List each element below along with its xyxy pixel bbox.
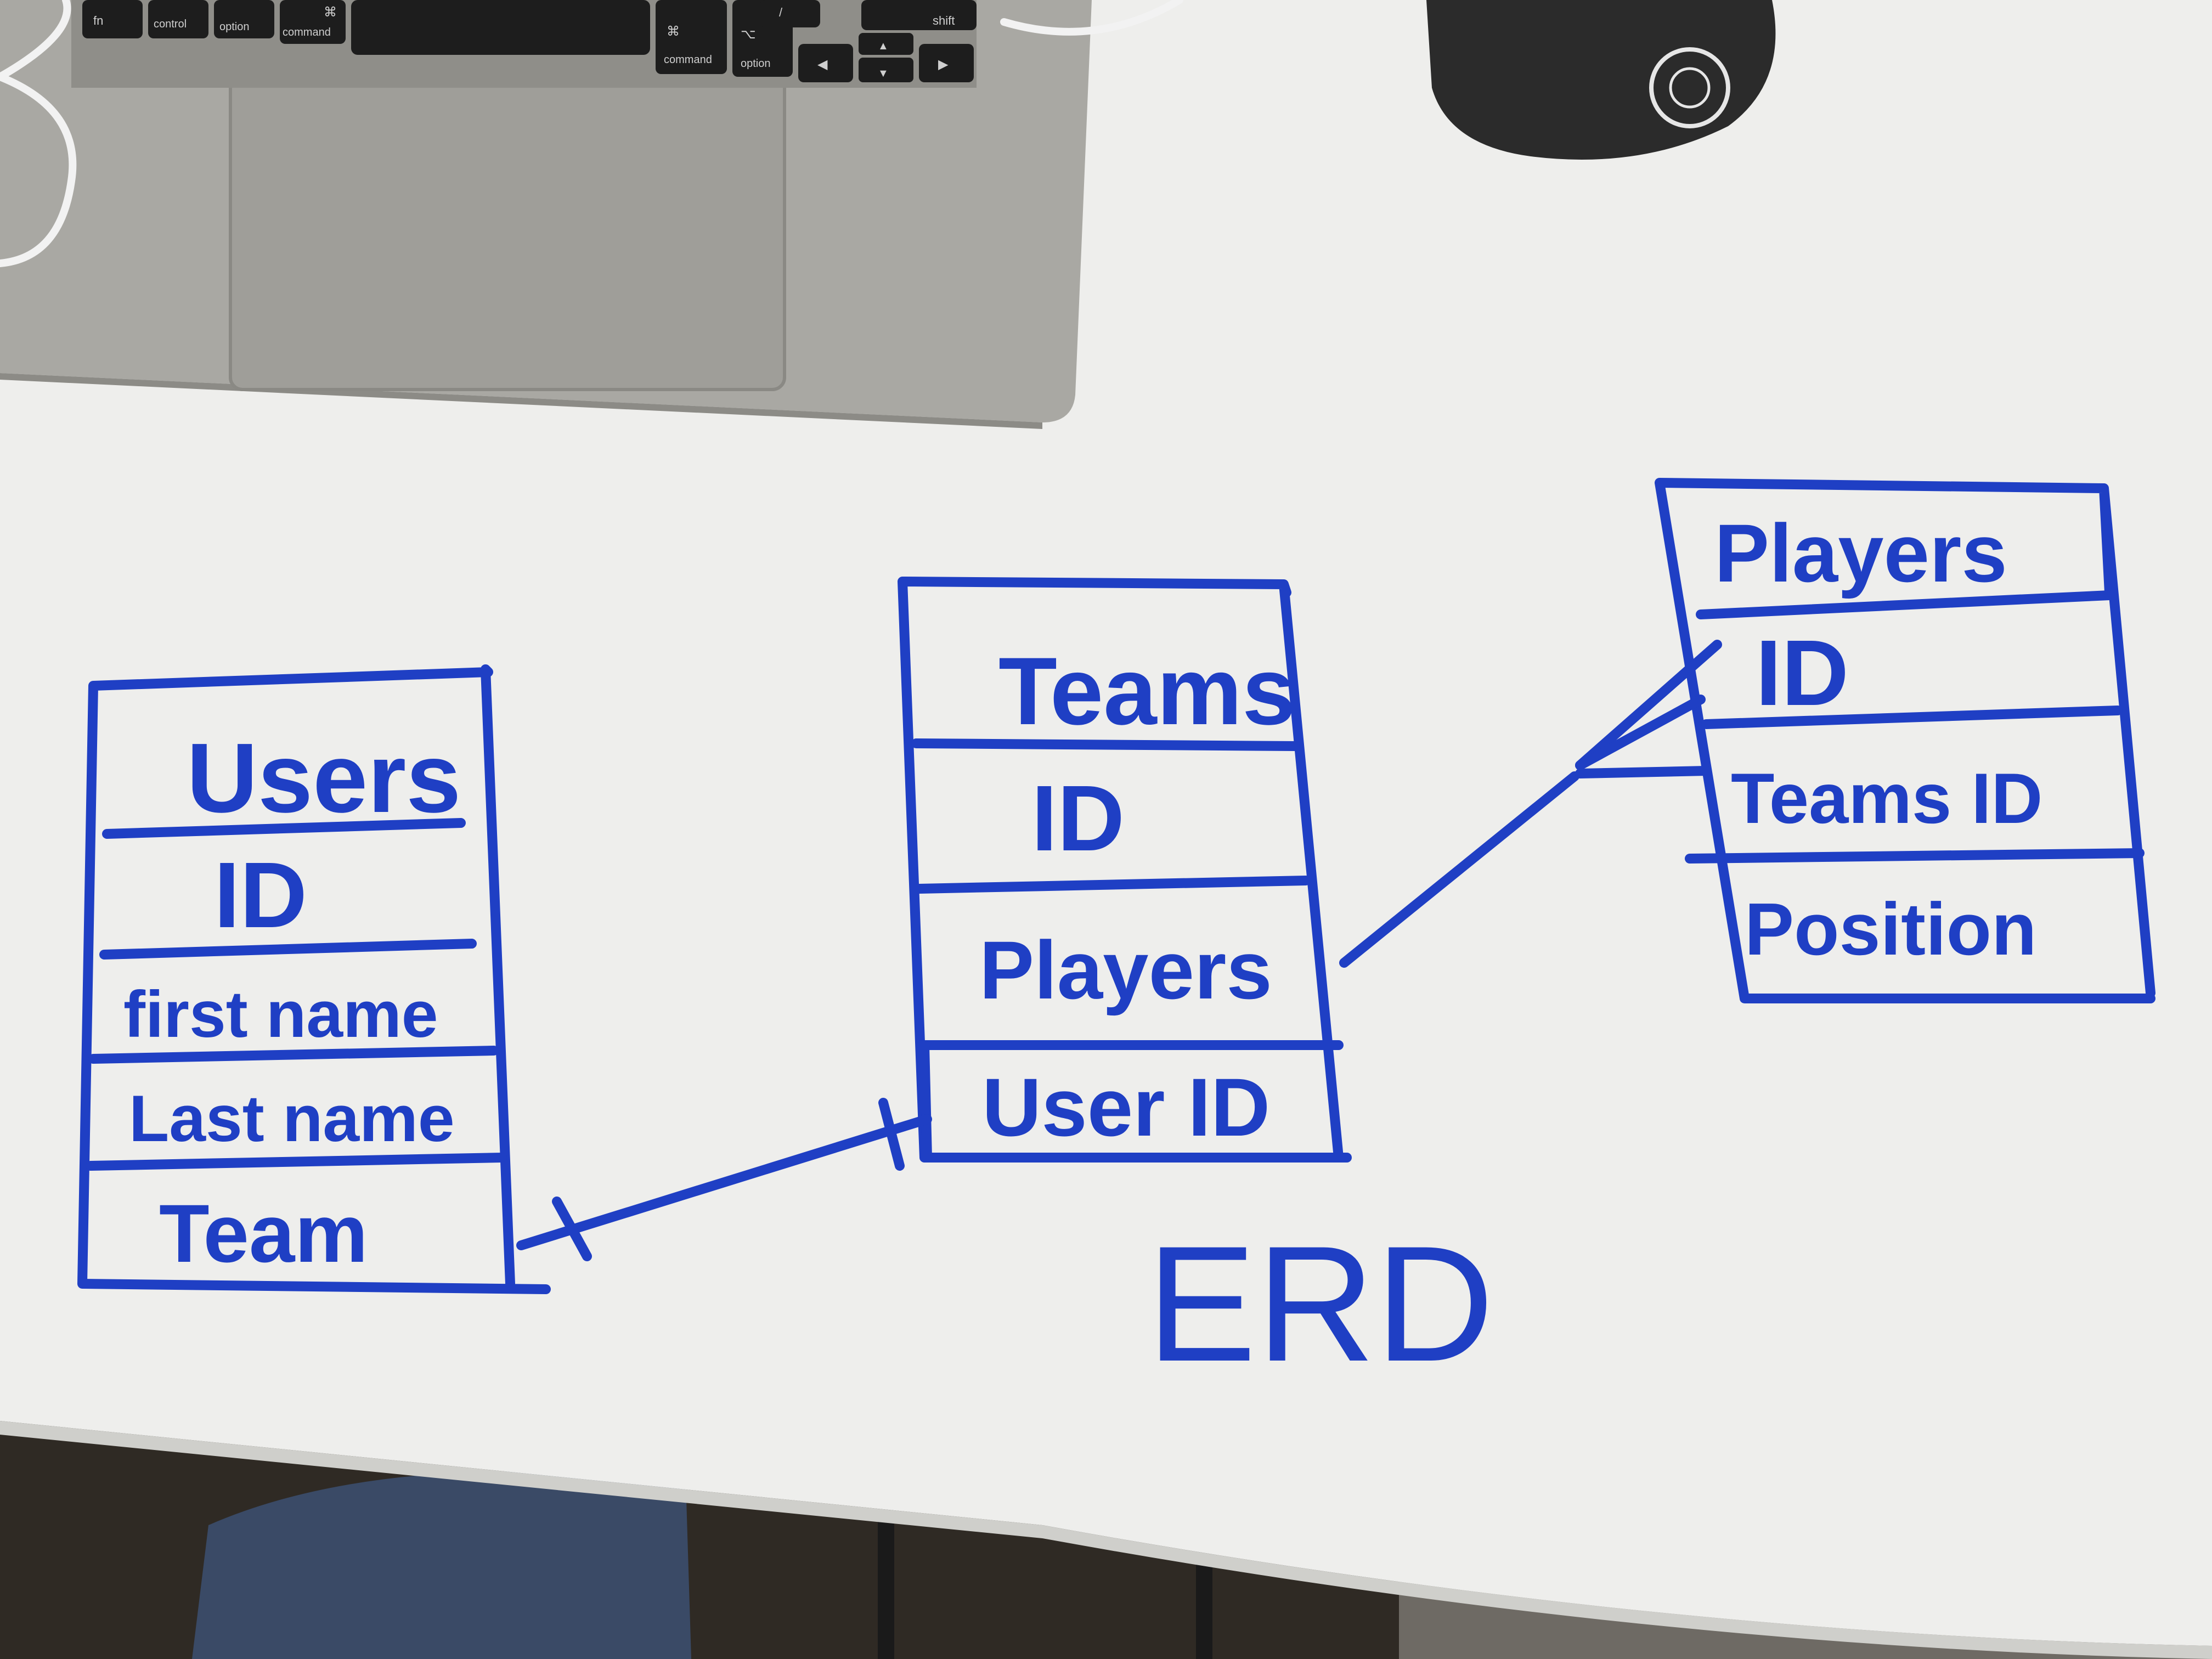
erd-labels: Users ID first name Last name Team Teams… [123,507,2042,1396]
arrow-up-icon: ▲ [878,40,889,52]
users-entity-title: Users [187,723,461,833]
entity-players [1655,478,2155,1003]
arrow-key-right[interactable] [919,44,974,82]
one-cardinality-tick [552,1197,592,1261]
arrow-key-down[interactable] [859,58,913,82]
key-fn-label: fn [93,14,103,27]
relationship-users-teams [516,1098,932,1261]
arrow-right-icon: ▶ [938,57,949,72]
coffee-mug [1426,0,1776,160]
key-option-right-label: option [741,58,771,70]
users-field-last-name: Last name [129,1082,455,1155]
keyboard: fn control option ⌘ command ⌘ command ⌥ … [82,0,977,82]
key-fn[interactable] [82,0,143,38]
arrow-down-icon: ▼ [878,67,889,80]
crows-foot-prong [1575,766,1711,778]
teams-entity-title: Teams [998,638,1296,745]
players-field-position: Position [1745,888,2037,970]
key-command[interactable] [280,0,346,44]
users-row-divider [99,939,477,960]
spacebar[interactable] [351,0,650,55]
charging-cable [0,0,1183,267]
command-right-icon: ⌘ [667,24,680,39]
arrow-left-icon: ◀ [817,57,828,72]
entity-teams [898,577,1352,1163]
players-row-divider [1701,706,2123,729]
users-row-divider [86,1153,507,1171]
teams-header-divider [911,738,1300,751]
key-question-label: / [779,5,783,19]
arrow-key-up[interactable] [859,33,913,55]
key-question[interactable] [760,0,820,27]
players-header-divider [1696,590,2114,619]
players-field-id: ID [1756,621,1849,725]
laptop: fn control option ⌘ command ⌘ command ⌥ … [0,0,1092,429]
key-command-label: command [283,26,331,38]
users-row-divider [88,1046,499,1064]
users-field-team: Team [159,1187,368,1279]
trackpad [229,59,786,391]
key-command-right[interactable] [656,0,727,74]
one-cardinality-tick [878,1098,905,1171]
key-shift[interactable] [861,0,977,30]
key-control-label: control [154,18,187,30]
relationship-line [516,1114,932,1250]
crows-foot-prong [1575,695,1706,770]
entity-users [77,664,551,1294]
erd-diagram [77,478,2155,1294]
logo-inner-ring [1669,67,1711,109]
players-row-divider [1685,848,2145,864]
teams-field-players: Players [979,924,1272,1016]
players-table-outline [1655,478,2155,1003]
key-option-label: option [219,21,250,33]
users-header-divider [102,818,466,839]
diagram-title: ERD [1147,1211,1494,1396]
arrow-key-left[interactable] [798,44,853,82]
person-leg [192,1471,691,1659]
players-field-teams-id: Teams ID [1731,758,2042,838]
key-option[interactable] [214,0,274,38]
mug-body [1426,0,1776,160]
teams-row-divider [914,876,1311,894]
users-table-outline [77,664,551,1294]
key-shift-label: shift [933,14,955,27]
relationship-teams-players [1339,640,1722,968]
users-field-first-name: first name [123,978,438,1051]
circular-logo-icon [1649,47,1730,128]
players-entity-title: Players [1714,507,2007,599]
teams-field-user-id: User ID [982,1061,1270,1153]
teams-field-id: ID [1031,766,1125,871]
relationship-line [1339,771,1579,968]
teams-user-id-left-edge [919,1040,932,1163]
key-control[interactable] [148,0,208,38]
crows-foot-prong [1575,640,1722,770]
whiteboard-edge [0,1421,2212,1659]
option-right-icon: ⌥ [741,27,756,42]
command-icon: ⌘ [324,5,337,20]
key-command-right-label: command [664,54,712,66]
users-field-id: ID [214,843,307,947]
